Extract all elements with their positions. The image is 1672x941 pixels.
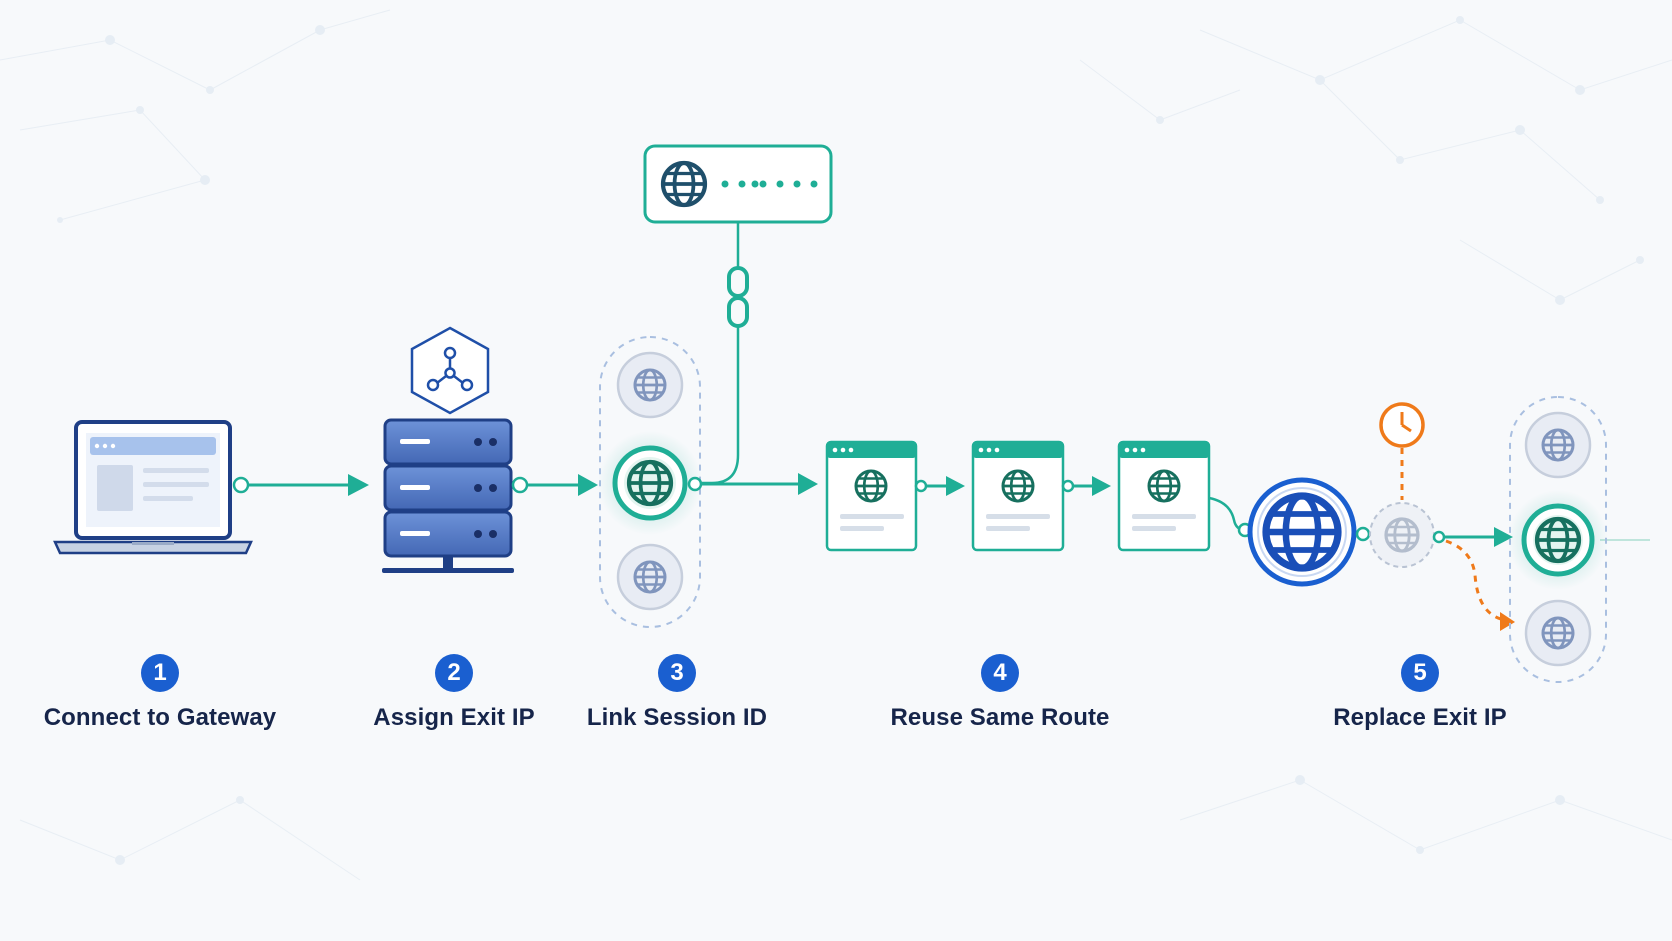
step-number-badge: 5: [1401, 654, 1439, 692]
connection-arrow: [511, 474, 598, 496]
exit-ip-pool: [598, 336, 702, 628]
step-number-badge: 4: [981, 654, 1019, 692]
step-5: 5 Replace Exit IP: [1270, 654, 1570, 732]
browser-window-icon: [825, 440, 918, 552]
step-number-badge: 1: [141, 654, 179, 692]
step-label: Replace Exit IP: [1333, 704, 1507, 731]
network-hub-icon: [410, 326, 490, 415]
globe-icon: [616, 351, 684, 419]
step-2: 2 Assign Exit IP: [304, 654, 604, 732]
globe-icon: [1508, 490, 1608, 590]
connection-arrow: [1061, 476, 1111, 496]
globe-icon: [1524, 411, 1592, 479]
connection-arrow: [232, 474, 369, 496]
browser-window-icon: [1117, 440, 1211, 552]
step-label: Link Session ID: [586, 704, 768, 731]
step-3: 3 Link Session ID: [527, 654, 827, 732]
step-label: Reuse Same Route: [890, 704, 1110, 731]
chain-link-icon: [727, 266, 749, 328]
connection-arrow: [687, 473, 818, 495]
laptop-icon: [53, 420, 253, 555]
exit-ip-pool: [1508, 396, 1608, 683]
browser-window-icon: [971, 440, 1065, 552]
step-1: 1 Connect to Gateway: [10, 654, 310, 732]
step-number-badge: 2: [435, 654, 473, 692]
globe-icon: [598, 431, 702, 535]
server-icon: [382, 418, 514, 573]
globe-icon: [1247, 477, 1357, 587]
step-4: 4 Reuse Same Route: [850, 654, 1150, 732]
step-label: Connect to Gateway: [43, 704, 277, 731]
globe-icon: [1369, 502, 1435, 568]
clock-icon: [1379, 402, 1425, 448]
step-number-badge: 3: [658, 654, 696, 692]
step-label: Assign Exit IP: [373, 704, 535, 731]
globe-icon: [616, 543, 684, 611]
session-id-box: [643, 144, 833, 224]
connection-arrow: [914, 476, 965, 496]
globe-icon: [1524, 599, 1592, 667]
